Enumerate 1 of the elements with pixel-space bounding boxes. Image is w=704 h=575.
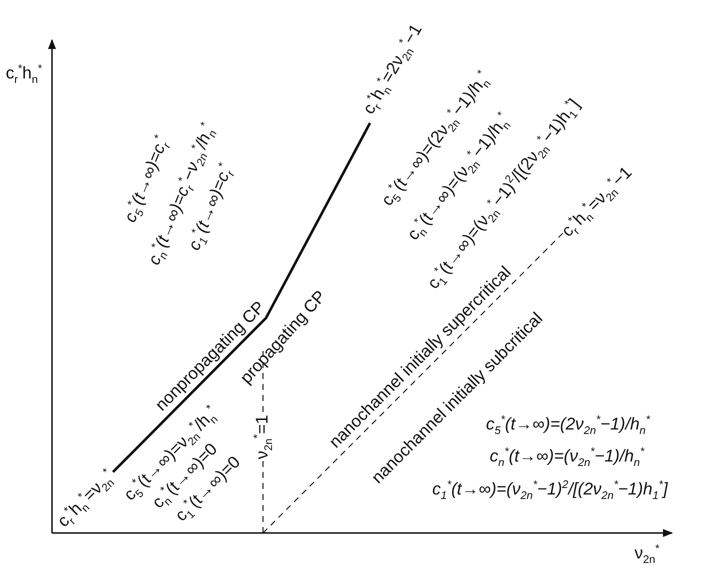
formula-label: c$_{1}$$^{*}$(t→∞)=(ν$_{2n}$$^{*}$−1)$^{2}$/[(2ν$_{2n}$$^{*}$−1)h$_{1}$$^{*}$] <box>432 480 668 502</box>
